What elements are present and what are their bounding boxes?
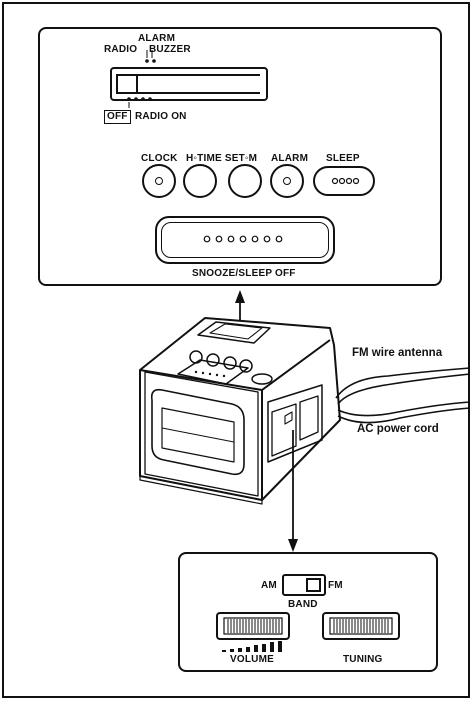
switch-label-off: OFF: [104, 110, 131, 124]
tuning-label: TUNING: [343, 654, 383, 665]
side-panel-detail: AM FM BAND VOLUME: [178, 552, 438, 672]
sleep-button-dots: [331, 177, 360, 185]
alarm-button-label: ALARM: [271, 153, 309, 164]
snooze-sleep-off-label: SNOOZE/SLEEP OFF: [192, 268, 296, 279]
clock-button-dot: [155, 177, 163, 185]
snooze-sleep-off-bar[interactable]: [155, 216, 335, 264]
band-label: BAND: [288, 599, 318, 610]
clock-button[interactable]: [142, 164, 176, 198]
snooze-bar-inner: [161, 222, 329, 258]
volume-dial-ridges: [223, 617, 283, 635]
alarm-button-dot: [283, 177, 291, 185]
fm-wire-antenna-label: FM wire antenna: [352, 347, 443, 359]
clock-button-label: CLOCK: [141, 153, 178, 164]
function-switch[interactable]: [110, 67, 268, 101]
ac-power-cord-label: AC power cord: [357, 423, 439, 435]
band-switch[interactable]: [282, 574, 326, 596]
switch-label-buzzer: BUZZER: [149, 44, 191, 55]
page-frame: [2, 2, 470, 698]
alarm-button[interactable]: [270, 164, 304, 198]
time-set-label: H◦TIME SET◦M: [186, 153, 258, 164]
hour-set-button[interactable]: [183, 164, 217, 198]
switch-label-radio: RADIO: [104, 44, 138, 55]
volume-label: VOLUME: [230, 654, 274, 665]
control-panel-detail: ALARM RADIO BUZZER OFF RADIO ON CLOCK H◦…: [38, 27, 442, 286]
tuning-dial-ridges: [329, 617, 393, 635]
arrow-to-side-panel: [288, 430, 298, 552]
switch-label-radio-on: RADIO ON: [135, 111, 187, 122]
top-face-dots: [194, 370, 226, 378]
sleep-button-label: SLEEP: [326, 153, 360, 164]
minute-set-button[interactable]: [228, 164, 262, 198]
clock-radio-body: [139, 317, 341, 505]
function-switch-track: [138, 74, 260, 94]
band-am-label: AM: [261, 580, 277, 591]
tuning-dial[interactable]: [322, 612, 400, 640]
snooze-bar-dots: [203, 235, 283, 243]
volume-dial[interactable]: [216, 612, 290, 640]
switch-position-dots: [127, 50, 156, 108]
band-fm-label: FM: [328, 580, 343, 591]
antenna-and-power-cables: [335, 367, 471, 424]
function-switch-knob[interactable]: [116, 74, 138, 94]
switch-label-alarm: ALARM: [138, 33, 176, 44]
band-switch-knob[interactable]: [306, 578, 321, 592]
volume-level-wedge: [222, 641, 282, 652]
sleep-button[interactable]: [313, 166, 375, 196]
